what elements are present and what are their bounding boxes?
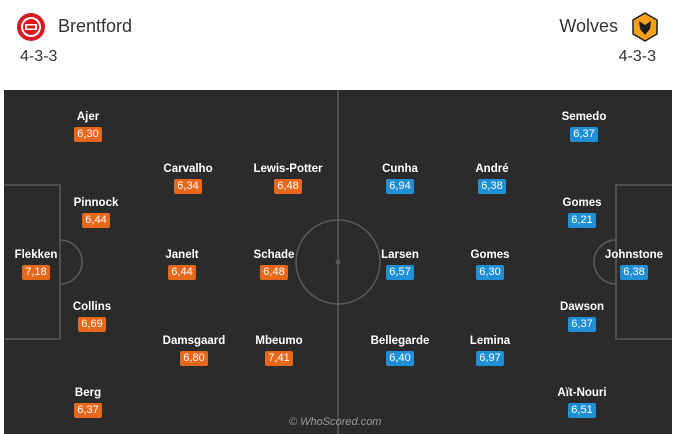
player-rating: 6,57 [386, 265, 414, 280]
pitch: Ajer 6,30 Pinnock 6,44 Collins 6,69 Berg… [4, 90, 672, 434]
player-name: Schade [253, 249, 295, 261]
player-lewis-potter[interactable]: Lewis-Potter 6,48 [228, 162, 348, 194]
player-johnstone[interactable]: Johnstone 6,38 [574, 248, 672, 280]
player-rating: 6,97 [476, 351, 504, 366]
home-team-name: Brentford [58, 16, 133, 36]
player-rating: 6,69 [78, 317, 106, 332]
wolves-crest-icon [632, 12, 658, 42]
player-name: Semedo [561, 111, 607, 123]
player-name: Flekken [14, 249, 58, 261]
player-rating: 6,40 [386, 351, 414, 366]
player-name: Bellegarde [370, 335, 430, 347]
player-lemina[interactable]: Lemina 6,97 [430, 334, 550, 366]
player-carvalho[interactable]: Carvalho 6,34 [128, 162, 248, 194]
player-gomes-def[interactable]: Gomes 6,21 [522, 196, 642, 228]
player-name: André [475, 163, 509, 175]
player-rating: 6,30 [74, 127, 102, 142]
player-name: Lemina [469, 335, 511, 347]
player-name: Larsen [381, 249, 419, 261]
player-rating: 6,48 [260, 265, 288, 280]
player-name: Berg [74, 387, 102, 399]
player-rating: 6,94 [386, 179, 414, 194]
player-rating: 6,44 [82, 213, 110, 228]
player-dawson[interactable]: Dawson 6,37 [522, 300, 642, 332]
match-header: Brentford 4-3-3 Wolves 4-3-3 [0, 0, 676, 90]
player-rating: 6,21 [568, 213, 596, 228]
player-larsen[interactable]: Larsen 6,57 [340, 248, 460, 280]
player-name: Pinnock [73, 197, 119, 209]
player-name: Collins [72, 301, 112, 313]
player-rating: 6,44 [168, 265, 196, 280]
player-gomes-mid[interactable]: Gomes 6,30 [430, 248, 550, 280]
home-formation: 4-3-3 [20, 48, 58, 65]
player-rating: 6,37 [568, 317, 596, 332]
player-damsgaard[interactable]: Damsgaard 6,80 [134, 334, 254, 366]
player-name: Lewis-Potter [253, 163, 323, 175]
player-ait-nouri[interactable]: Aït-Nouri 6,51 [522, 386, 642, 418]
player-rating: 6,51 [568, 403, 596, 418]
player-name: Damsgaard [162, 335, 226, 347]
player-name: Ajer [76, 111, 100, 123]
whoscored-watermark: © WhoScored.com [289, 416, 382, 428]
player-name: Mbeumo [255, 335, 303, 347]
player-rating: 6,34 [174, 179, 202, 194]
player-rating: 6,37 [570, 127, 598, 142]
player-name: Johnstone [604, 249, 664, 261]
player-name: Gomes [562, 197, 602, 209]
player-flekken[interactable]: Flekken 7,18 [4, 248, 96, 280]
player-name: Cunha [382, 163, 418, 175]
player-rating: 6,80 [180, 351, 208, 366]
player-berg[interactable]: Berg 6,37 [28, 386, 148, 418]
player-rating: 6,38 [620, 265, 648, 280]
player-pinnock[interactable]: Pinnock 6,44 [36, 196, 156, 228]
player-mbeumo[interactable]: Mbeumo 7,41 [219, 334, 339, 366]
player-rating: 6,48 [274, 179, 302, 194]
player-name: Aït-Nouri [557, 387, 607, 399]
player-cunha[interactable]: Cunha 6,94 [340, 162, 460, 194]
player-ajer[interactable]: Ajer 6,30 [28, 110, 148, 142]
player-rating: 7,18 [22, 265, 50, 280]
away-team-name: Wolves [559, 16, 618, 36]
brentford-crest-icon [17, 13, 45, 41]
player-rating: 7,41 [265, 351, 293, 366]
player-rating: 6,38 [478, 179, 506, 194]
away-formation: 4-3-3 [618, 48, 656, 65]
player-name: Dawson [559, 301, 605, 313]
player-janelt[interactable]: Janelt 6,44 [122, 248, 242, 280]
player-rating: 6,30 [476, 265, 504, 280]
player-name: Janelt [165, 249, 199, 261]
player-name: Gomes [470, 249, 510, 261]
player-collins[interactable]: Collins 6,69 [32, 300, 152, 332]
player-rating: 6,37 [74, 403, 102, 418]
player-name: Carvalho [163, 163, 213, 175]
player-bellegarde[interactable]: Bellegarde 6,40 [340, 334, 460, 366]
player-andre[interactable]: André 6,38 [432, 162, 552, 194]
player-schade[interactable]: Schade 6,48 [214, 248, 334, 280]
pitch-markings [4, 90, 672, 434]
player-semedo[interactable]: Semedo 6,37 [524, 110, 644, 142]
